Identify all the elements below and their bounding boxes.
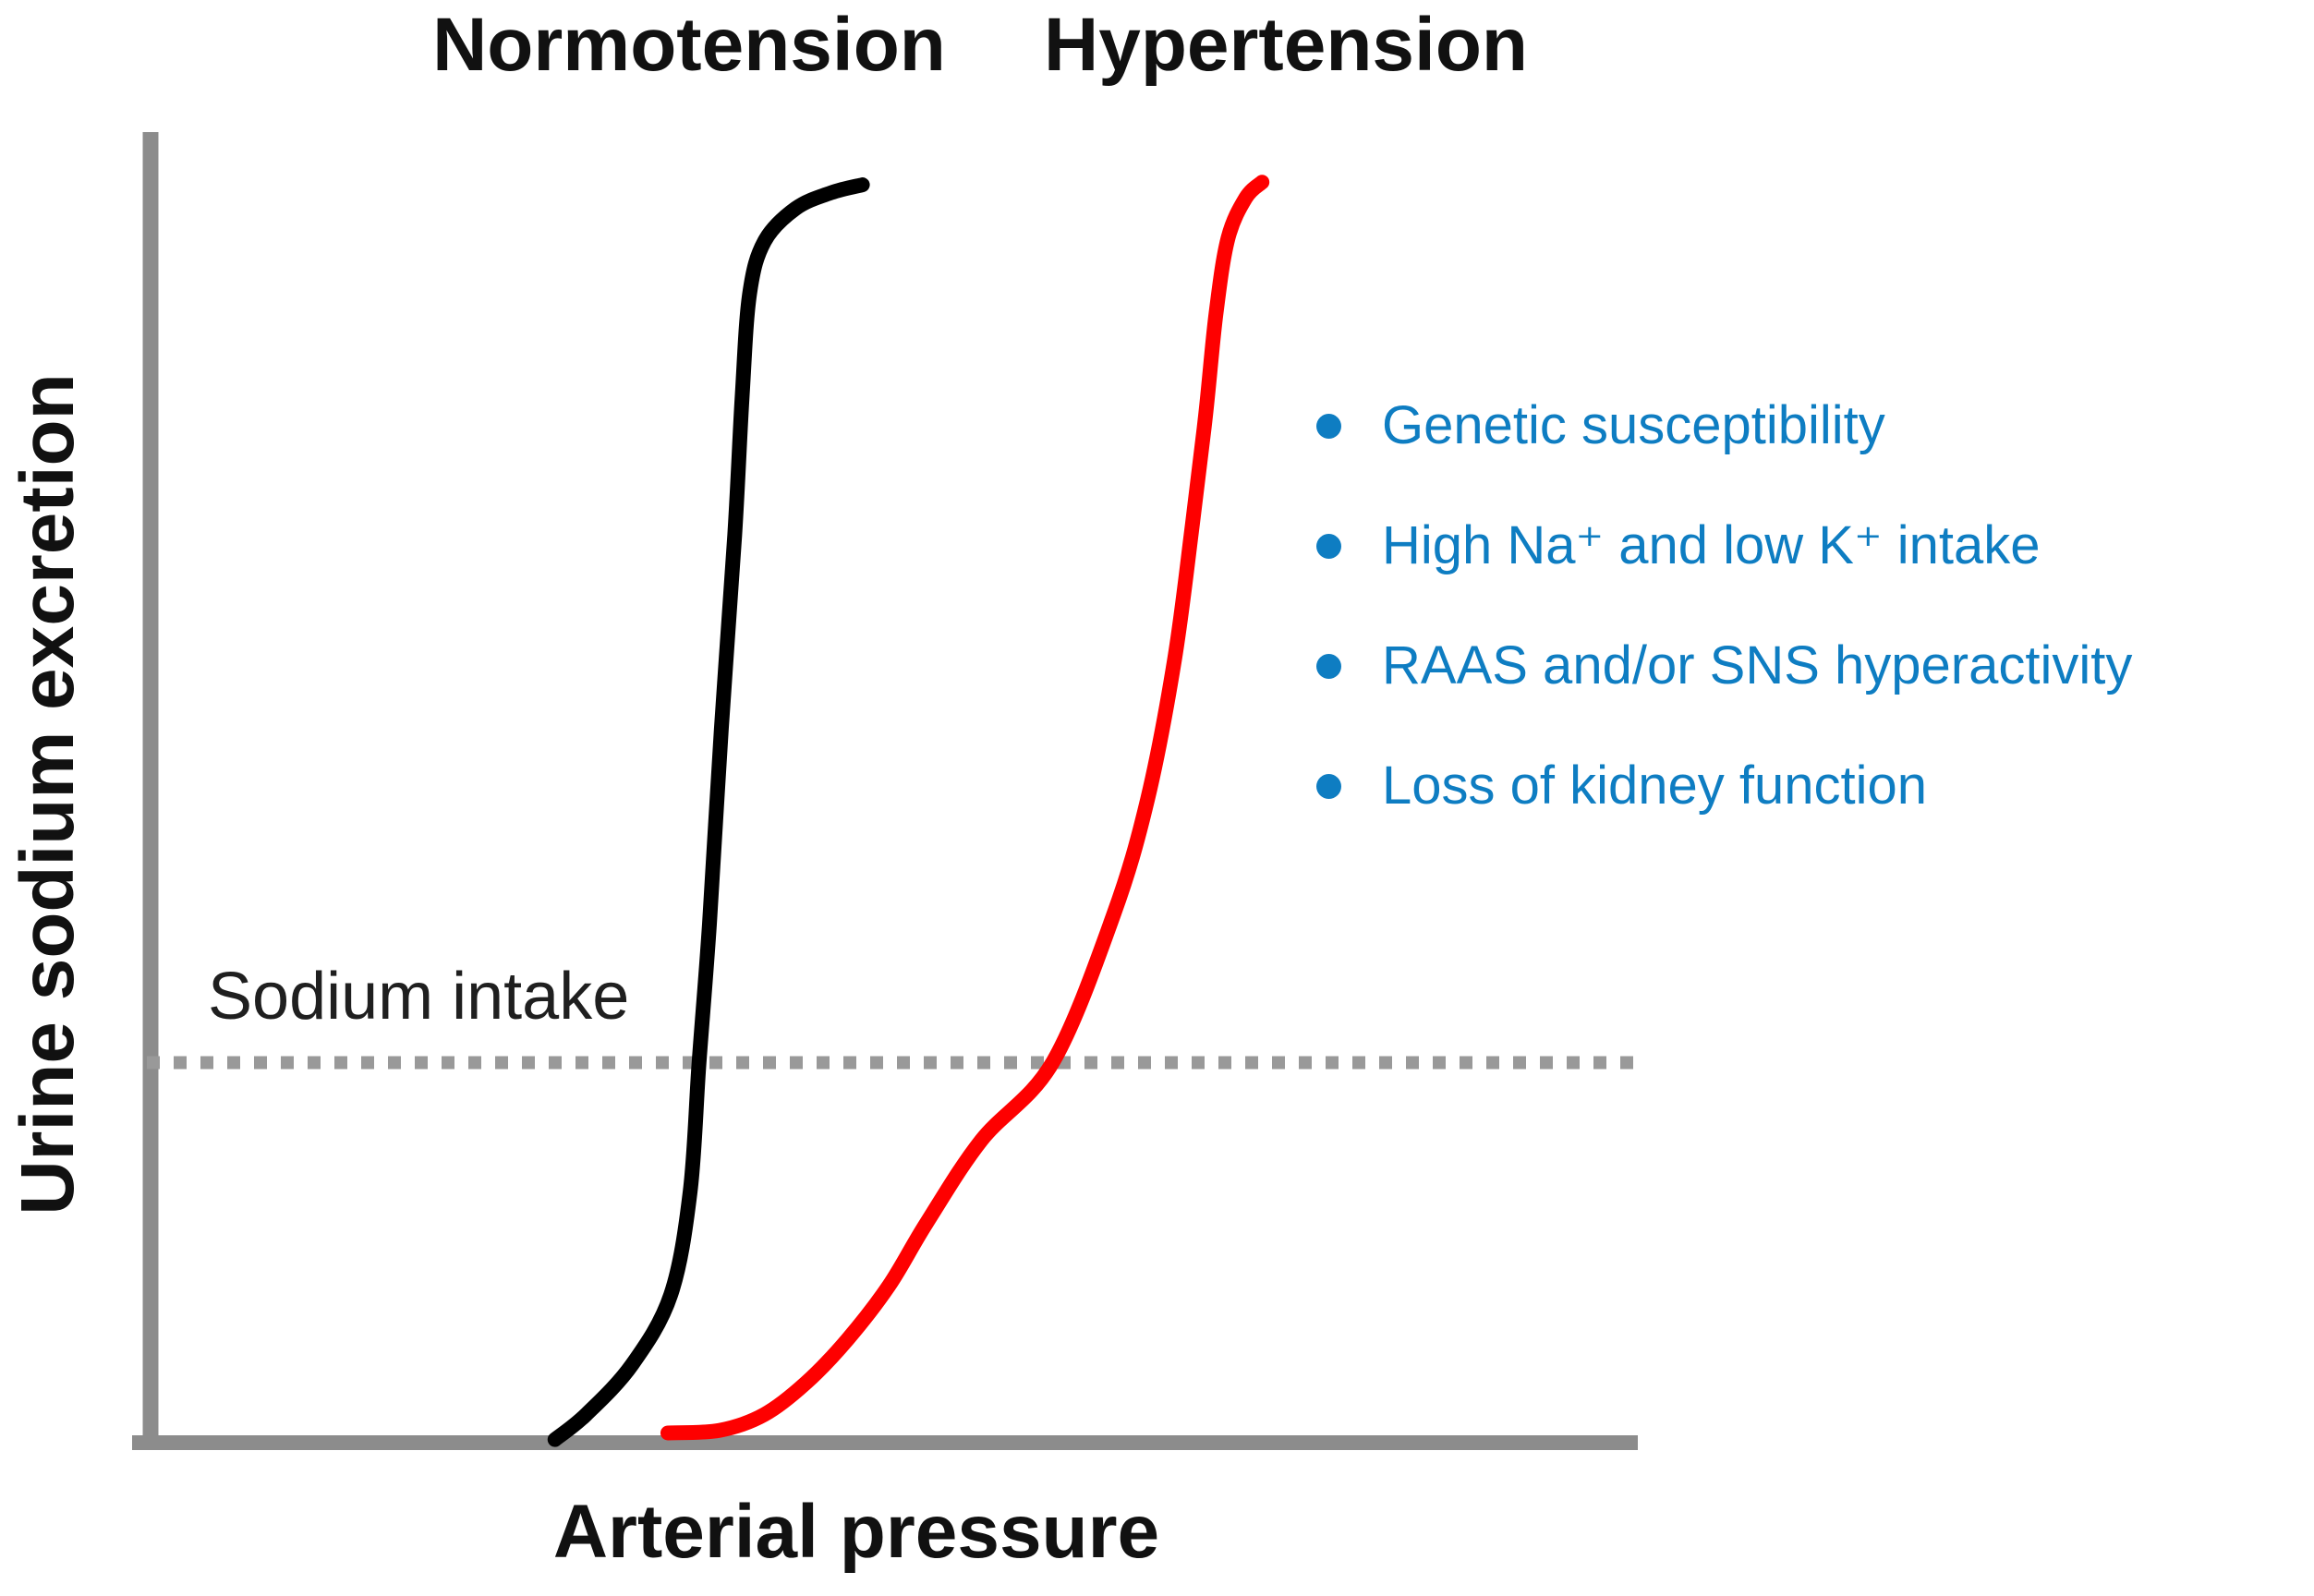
factor-item-2: RAAS and/or SNS hyperactivity	[1316, 635, 2132, 696]
factor-item-3: Loss of kidney function	[1316, 756, 2132, 816]
x-axis-label: Arterial pressure	[552, 1490, 1160, 1574]
sodium-intake-label: Sodium intake	[208, 960, 630, 1034]
hypertension-label: Hypertension	[1044, 3, 1528, 87]
curve-normotension-line	[547, 177, 870, 1447]
factor-item-0: Genetic susceptibility	[1316, 395, 2132, 456]
curve-hypertension-line	[660, 175, 1270, 1441]
bullet-icon	[1316, 773, 1341, 799]
factor-item-1: High Na⁺ and low K⁺ intake	[1316, 515, 2132, 576]
factor-text: Loss of kidney function	[1382, 756, 1928, 816]
factor-text: High Na⁺ and low K⁺ intake	[1382, 515, 2041, 575]
bullet-icon	[1316, 653, 1341, 679]
bullet-icon	[1316, 413, 1341, 439]
bullet-icon	[1316, 533, 1341, 559]
normotension-label: Normotension	[432, 3, 946, 87]
factor-text: RAAS and/or SNS hyperactivity	[1382, 635, 2133, 695]
factor-text: Genetic susceptibility	[1382, 395, 1885, 455]
